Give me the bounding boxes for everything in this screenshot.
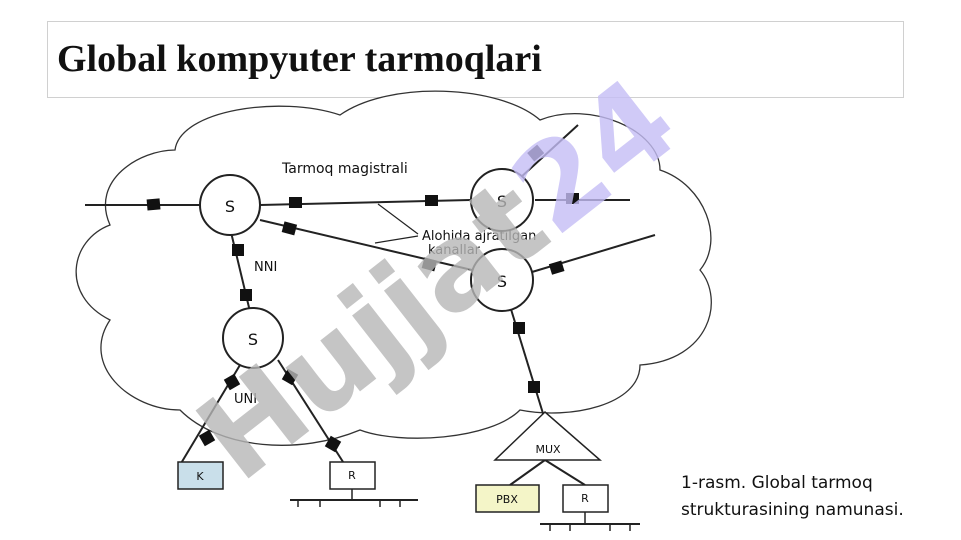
dedicated-channels-label-line1: Alohida ajratilgan <box>422 229 536 244</box>
figure-caption: 1-rasm. Global tarmoq strukturasining na… <box>681 470 951 524</box>
network-cloud <box>75 90 712 446</box>
switch-top-right: S <box>470 168 534 232</box>
svg-text:R: R <box>581 492 589 505</box>
nni-label: NNI <box>254 260 277 275</box>
switch-bottom-left: S <box>222 307 284 369</box>
title-box: Global kompyuter tarmoqlari <box>47 21 904 98</box>
uni-label: UNI <box>234 392 257 407</box>
caption-line1: 1-rasm. Global tarmoq <box>681 473 873 493</box>
terminal-k: K <box>177 461 224 490</box>
svg-text:S: S <box>497 192 507 211</box>
caption-line2: strukturasining namunasi. <box>681 500 904 520</box>
slide-title: Global kompyuter tarmoqlari <box>57 38 542 80</box>
dedicated-channels-label-line2: kanallar <box>428 243 481 258</box>
svg-text:PBX: PBX <box>496 493 518 506</box>
channel-markers <box>146 144 579 453</box>
callout-lines <box>374 203 419 244</box>
svg-text:K: K <box>196 470 204 483</box>
pbx-device: PBX <box>475 484 540 513</box>
switch-top-left: S <box>199 174 261 236</box>
svg-text:S: S <box>497 272 507 291</box>
switch-right: S <box>470 248 534 312</box>
router-left: R <box>290 461 418 507</box>
svg-text:R: R <box>348 469 356 482</box>
router-right: R <box>540 484 640 531</box>
backbone-label: Tarmoq magistrali <box>281 161 408 177</box>
mux-device: MUX <box>493 410 602 461</box>
svg-text:MUX: MUX <box>535 443 561 456</box>
svg-text:S: S <box>248 330 258 349</box>
svg-text:S: S <box>225 197 235 216</box>
